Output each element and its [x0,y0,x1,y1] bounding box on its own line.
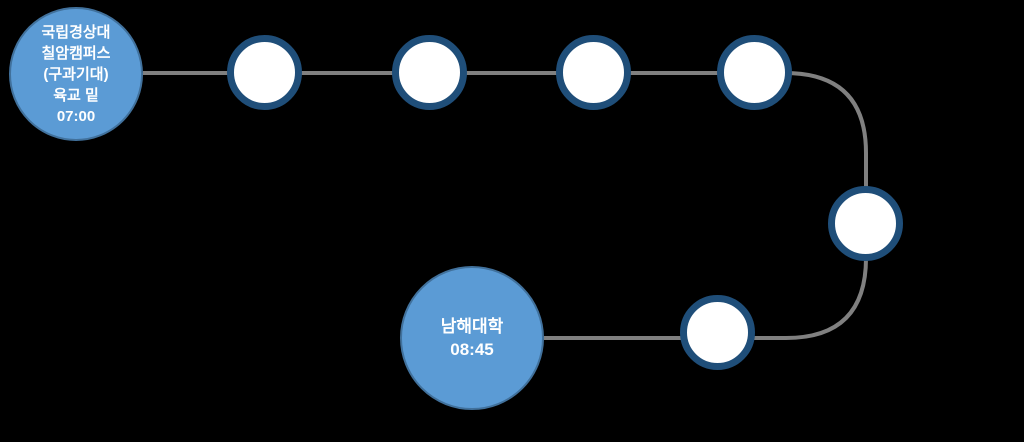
start-station-line-2: 칠암캠퍼스 [41,44,111,62]
end-arrival-time: 08:45 [450,340,494,359]
start-station-line-3: (구과기대) [43,65,109,83]
end-station-name: 남해대학 [440,317,504,336]
start-station-line-4: 육교 밑 [53,86,99,104]
stop-node-6 [680,295,755,370]
end-terminal-node: 남해대학 08:45 [400,266,544,410]
stop-node-4 [717,35,792,110]
stop-node-1 [227,35,302,110]
start-terminal-node: 국립경상대 칠암캠퍼스 (구과기대) 육교 밑 07:00 [9,7,143,141]
stop-node-2 [392,35,467,110]
stop-node-5 [828,186,903,261]
start-departure-time: 07:00 [56,107,96,125]
start-station-line-1: 국립경상대 [41,23,111,41]
stop-node-3 [556,35,631,110]
